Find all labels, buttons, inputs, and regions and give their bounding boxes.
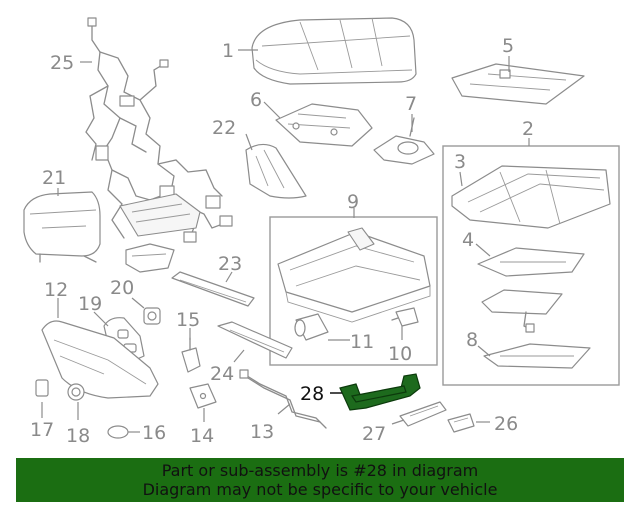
control-module — [125, 243, 175, 273]
box-2-cushion-group — [442, 145, 620, 386]
callout-12: 12 — [44, 279, 68, 301]
part-16-plug — [107, 425, 129, 439]
callout-27: 27 — [362, 423, 386, 445]
part-3-cushion-pad — [451, 165, 611, 229]
part-8-pan — [483, 343, 591, 369]
part-15-bracket — [181, 337, 201, 373]
callout-8: 8 — [466, 329, 478, 351]
part-18-grommet — [67, 383, 85, 401]
part-4-pad — [477, 247, 585, 277]
callout-10: 10 — [388, 343, 412, 365]
part-24-cover-strip — [217, 321, 293, 359]
part-17-clip — [35, 379, 49, 397]
part-14-bracket — [189, 383, 217, 409]
part-21-backrest-panel — [23, 191, 101, 263]
callout-21: 21 — [42, 167, 66, 189]
callout-13: 13 — [250, 421, 274, 443]
callout-9: 9 — [347, 191, 359, 213]
callout-11: 11 — [350, 331, 374, 353]
heater-element — [481, 289, 563, 333]
callout-15: 15 — [176, 309, 200, 331]
callout-20: 20 — [110, 277, 134, 299]
callouts: 1 2 3 4 5 6 7 8 9 10 11 12 13 14 15 16 1… — [30, 35, 534, 447]
callout-4: 4 — [462, 229, 474, 251]
part-9-seat-adjuster — [277, 227, 431, 323]
part-1-cushion-cover — [251, 17, 417, 85]
part-28-highlighted — [339, 373, 421, 411]
callout-22: 22 — [212, 117, 236, 139]
banner-line-1: Part or sub-assembly is #28 in diagram — [161, 461, 479, 480]
callout-2: 2 — [522, 118, 534, 140]
part-25-wiring-harness — [85, 17, 233, 243]
part-11-motor — [294, 313, 329, 341]
part-6-bracket — [275, 103, 373, 147]
part-20-knob — [143, 307, 161, 325]
callout-25: 25 — [50, 52, 74, 74]
part-10-switch-motor — [391, 307, 419, 327]
part-13-cable — [239, 369, 327, 429]
callout-23: 23 — [218, 253, 242, 275]
part-26-connector — [447, 413, 475, 433]
callout-26: 26 — [494, 413, 518, 435]
part-5-heater-pad — [451, 63, 585, 105]
callout-7: 7 — [405, 93, 417, 115]
callout-17: 17 — [30, 419, 54, 441]
callout-3: 3 — [454, 151, 466, 173]
banner-line-2: Diagram may not be specific to your vehi… — [142, 480, 498, 499]
callout-1: 1 — [222, 40, 234, 62]
callout-28-highlighted: 28 — [300, 383, 324, 405]
part-23-trim-strip — [171, 271, 255, 307]
info-banner: Part or sub-assembly is #28 in diagram D… — [16, 458, 624, 502]
leader-lines — [41, 49, 530, 433]
part-7-lumbar-motor — [373, 117, 435, 165]
callout-18: 18 — [66, 425, 90, 447]
callout-6: 6 — [250, 89, 262, 111]
callout-19: 19 — [78, 293, 102, 315]
part-12-side-trim — [41, 320, 159, 399]
callout-14: 14 — [190, 425, 214, 447]
part-22-side-shield — [245, 143, 307, 199]
callout-24: 24 — [210, 363, 234, 385]
callout-16: 16 — [142, 422, 166, 444]
part-27-trim-cover — [399, 401, 447, 427]
callout-5: 5 — [502, 35, 514, 57]
